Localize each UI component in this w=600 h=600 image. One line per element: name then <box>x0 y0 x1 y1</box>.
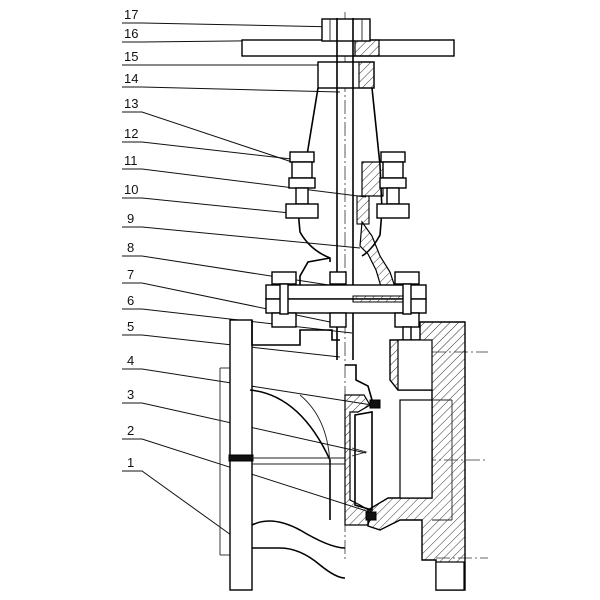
part-label-8: 8 <box>127 240 134 255</box>
handwheel-bar <box>241 39 455 57</box>
handwheel-hub-section <box>354 39 380 57</box>
part-label-17: 17 <box>124 7 138 22</box>
part-label-10: 10 <box>124 182 138 197</box>
outlet-bore <box>399 399 433 499</box>
leader-lines <box>122 22 381 541</box>
bonnet-bolts <box>265 271 427 346</box>
bonnet-gasket <box>352 295 410 303</box>
part-label-12: 12 <box>124 126 138 141</box>
yoke-nut <box>317 61 375 89</box>
handwheel <box>241 39 455 57</box>
part-label-11: 11 <box>124 153 138 168</box>
part-label-6: 6 <box>127 293 134 308</box>
gate-wedge <box>344 364 381 526</box>
seat-ring-top <box>369 399 381 409</box>
part-label-7: 7 <box>127 267 134 282</box>
part-label-4: 4 <box>127 353 134 368</box>
part-label-16: 16 <box>124 26 138 41</box>
part-label-15: 15 <box>124 49 138 64</box>
part-label-2: 2 <box>127 423 134 438</box>
part-label-14: 14 <box>124 71 138 86</box>
bonnet-wall-section <box>359 220 397 291</box>
inlet-face-mark <box>228 454 254 462</box>
stem-nut <box>321 18 371 42</box>
part-label-1: 1 <box>127 455 134 470</box>
part-label-13: 13 <box>124 96 138 111</box>
stem-top-nut <box>321 18 371 42</box>
bonnet <box>299 220 397 291</box>
part-label-5: 5 <box>127 319 134 334</box>
valve-body <box>219 319 466 591</box>
seat-ring-bottom <box>365 511 377 521</box>
part-label-3: 3 <box>127 387 134 402</box>
part-number-labels: 17 16 15 14 13 12 11 10 9 8 7 6 5 4 3 2 … <box>124 7 138 470</box>
gland-bolts <box>285 151 410 219</box>
part-label-9: 9 <box>127 211 134 226</box>
packing-section <box>356 195 370 225</box>
